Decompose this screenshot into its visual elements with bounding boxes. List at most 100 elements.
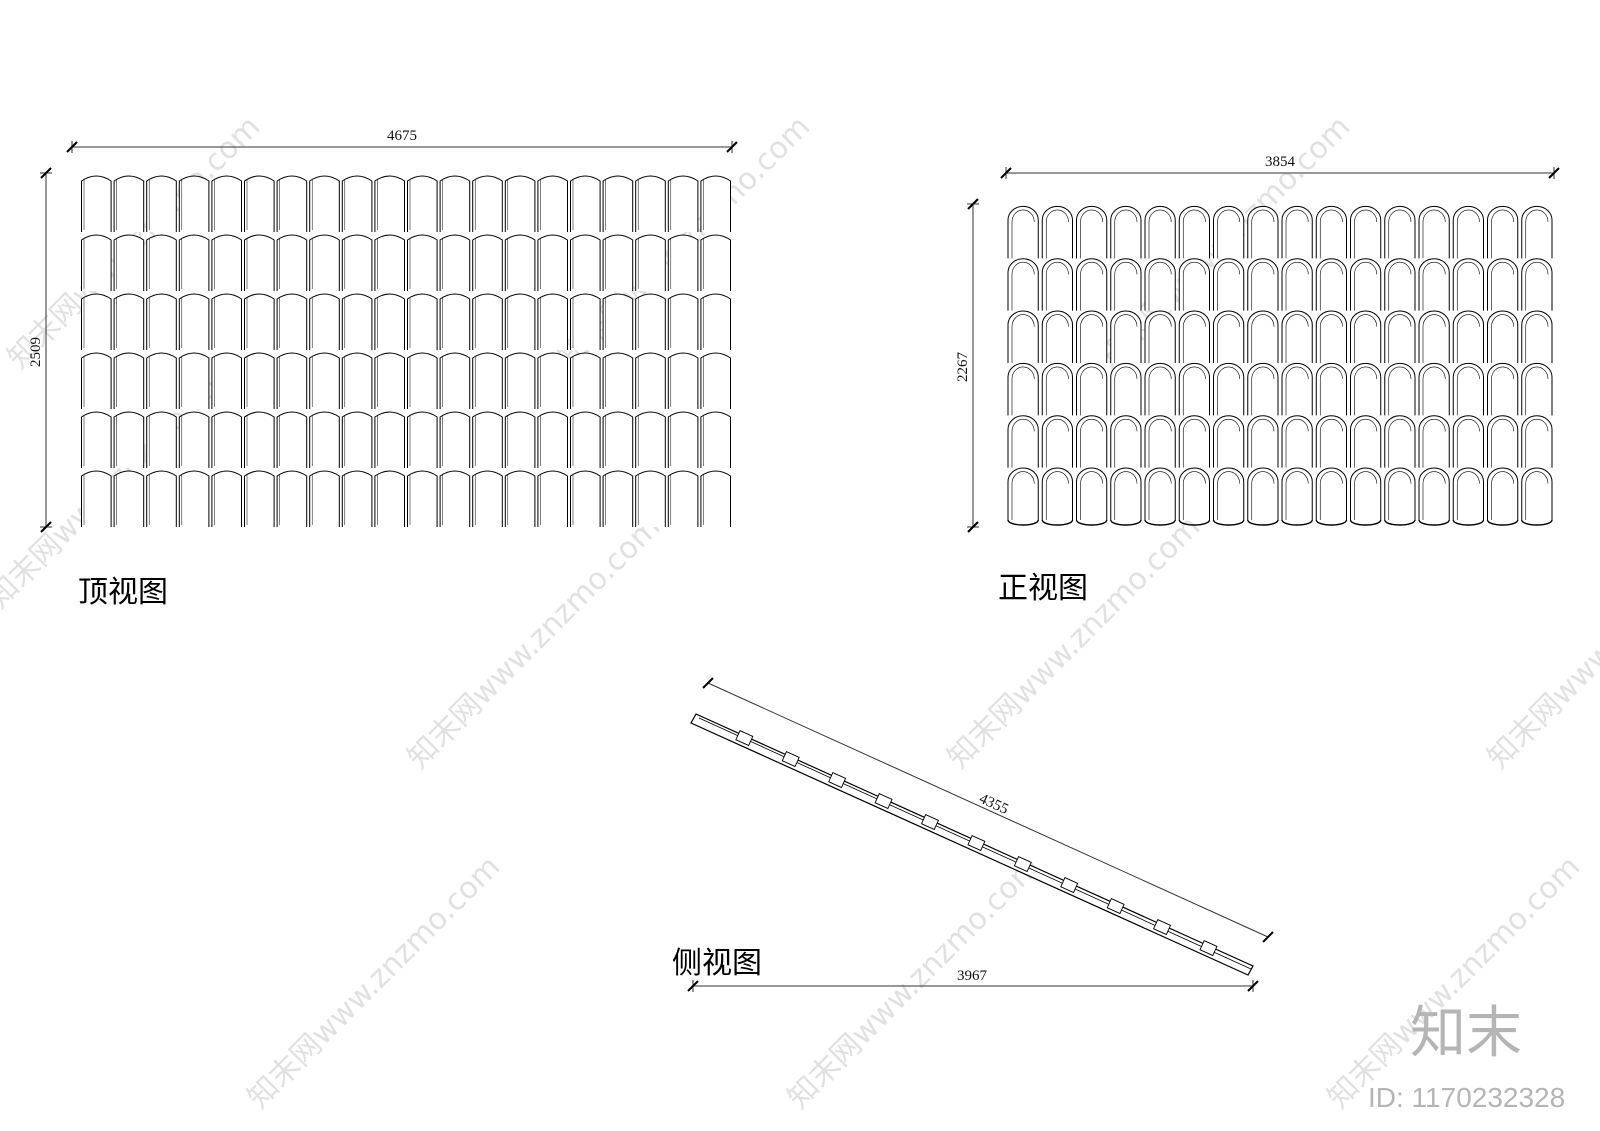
front-view-tile xyxy=(1487,362,1519,416)
front-view-tile xyxy=(1041,205,1073,259)
top-view-height-dimension: 2509 xyxy=(28,167,52,533)
front-view-tile-inner-edge xyxy=(1114,366,1138,416)
top-view-tile xyxy=(244,293,275,350)
front-view-tile-inner-edge xyxy=(1045,366,1069,416)
front-view-tile xyxy=(1041,415,1073,468)
top-view-tile xyxy=(244,175,275,232)
front-view-tile xyxy=(1281,467,1313,520)
front-view-eave-curve xyxy=(1452,519,1485,526)
top-view-tile xyxy=(178,411,210,468)
front-view-tile-inner-edge xyxy=(1148,209,1172,259)
front-view-tile-inner-edge xyxy=(1354,471,1378,520)
front-view-tile-inner-edge xyxy=(1251,261,1275,311)
front-view-tile xyxy=(1384,415,1416,468)
top-view-tile xyxy=(472,470,503,527)
front-view-tile-inner-edge xyxy=(1148,314,1172,363)
side-view-slope-label: 4355 xyxy=(977,791,1011,818)
top-view-tile xyxy=(146,470,177,527)
top-view-title: 顶视图 xyxy=(78,575,168,610)
front-view-tile-inner-edge xyxy=(1251,209,1275,259)
top-view-tile xyxy=(504,352,536,409)
top-view-tile xyxy=(635,352,666,409)
front-view-tile-inner-edge xyxy=(1217,418,1241,468)
top-view-tile xyxy=(407,352,438,409)
front-view-tile xyxy=(1076,362,1108,416)
top-view-tile xyxy=(570,234,601,291)
front-view-tile xyxy=(1487,467,1519,520)
front-view-tile-inner-edge xyxy=(1114,261,1138,311)
front-view-tile xyxy=(1452,415,1484,468)
front-view-tile-inner-edge xyxy=(1456,418,1480,468)
top-view-tile xyxy=(309,234,340,291)
side-view-tile-joint xyxy=(874,793,893,810)
front-view-tile-inner-edge xyxy=(1354,209,1378,259)
top-view-tile xyxy=(211,470,242,527)
front-view-tile xyxy=(1007,362,1039,416)
front-view-tile-inner-edge xyxy=(1148,471,1172,520)
side-view-tile-joint xyxy=(1199,940,1218,957)
front-view-tile xyxy=(1452,205,1484,259)
front-view-tile-inner-edge xyxy=(1491,366,1515,416)
top-view-tile xyxy=(341,175,373,232)
top-view-tile xyxy=(439,352,471,409)
front-view-eave-curve xyxy=(1075,519,1108,526)
front-view-tile xyxy=(1110,467,1142,520)
top-view-tile xyxy=(700,175,731,232)
front-view-eave-curve xyxy=(1144,519,1176,526)
top-view-tile xyxy=(276,293,308,350)
front-view-eave-curve xyxy=(1110,519,1142,526)
front-view-tile-inner-edge xyxy=(1011,261,1035,311)
front-view-eave-curve xyxy=(1247,519,1279,526)
top-view-tile xyxy=(602,411,634,468)
front-view-tile-inner-edge xyxy=(1011,471,1035,520)
front-view-tile xyxy=(1350,258,1382,311)
front-view-eave-curve xyxy=(1521,519,1553,526)
top-view-tile xyxy=(472,411,503,468)
front-view-tile-inner-edge xyxy=(1491,471,1515,520)
top-view-tile xyxy=(700,411,731,468)
front-view-tile xyxy=(1281,362,1313,416)
front-view-tile xyxy=(1076,415,1108,468)
top-view-tile xyxy=(602,293,634,350)
front-view-tile-inner-edge xyxy=(1114,314,1138,363)
front-view-tile xyxy=(1007,467,1039,520)
front-view-tile xyxy=(1350,362,1382,416)
top-view-tile xyxy=(276,352,308,409)
front-view-tile-inner-edge xyxy=(1285,418,1309,468)
top-view-tile xyxy=(374,293,405,350)
front-view-tile xyxy=(1076,467,1108,520)
front-view-tile-grid xyxy=(1007,205,1553,526)
front-view-tile-inner-edge xyxy=(1388,314,1412,363)
top-view-tile xyxy=(211,352,242,409)
top-view-tile xyxy=(374,411,405,468)
front-view-tile xyxy=(1418,467,1450,520)
top-view-tile xyxy=(602,234,634,291)
top-view-tile xyxy=(602,352,634,409)
front-view-tile-inner-edge xyxy=(1525,261,1549,311)
front-view-tile xyxy=(1418,362,1450,416)
front-view-tile xyxy=(1487,310,1519,363)
front-view-tile xyxy=(1178,467,1210,520)
front-view-tile-inner-edge xyxy=(1217,209,1241,259)
front-view-tile xyxy=(1384,205,1416,259)
front-view-tile-inner-edge xyxy=(1045,314,1069,363)
front-view-tile xyxy=(1247,362,1279,416)
top-view-tile xyxy=(309,175,340,232)
front-view-tile xyxy=(1521,362,1553,416)
front-view-tile-inner-edge xyxy=(1456,261,1480,311)
front-view-tile xyxy=(1384,362,1416,416)
top-view-tile xyxy=(570,411,601,468)
side-view-tile-joint xyxy=(920,814,940,831)
top-view-tile xyxy=(537,234,568,291)
front-view-tile xyxy=(1213,205,1245,259)
front-view-height-label: 2267 xyxy=(955,352,971,383)
top-view-tile xyxy=(667,411,699,468)
front-view-tile xyxy=(1281,415,1313,468)
top-view-tile xyxy=(374,470,405,527)
top-view-tile xyxy=(178,293,210,350)
top-view-tile xyxy=(244,470,275,527)
front-view-tile xyxy=(1452,258,1484,311)
front-view-tile-inner-edge xyxy=(1319,471,1343,520)
front-view-tile xyxy=(1213,415,1245,468)
watermark-text: 知末网www.znzmo.com xyxy=(241,849,507,1115)
